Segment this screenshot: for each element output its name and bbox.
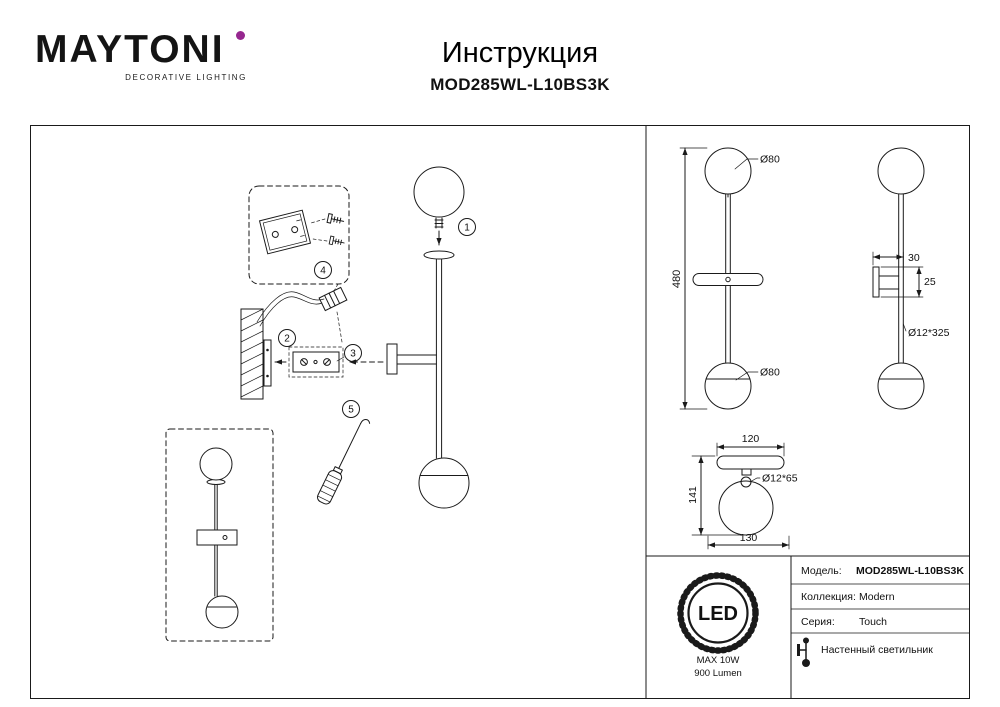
- series-label: Серия:: [801, 616, 835, 628]
- led-label: LED: [698, 603, 738, 625]
- plan-rod-circle: [740, 476, 752, 488]
- top-sphere-dim-label: Ø80: [760, 154, 780, 166]
- step-2-number: 2: [284, 334, 290, 345]
- led-burst-icon: [677, 572, 759, 654]
- total-depth-label: 141: [687, 486, 699, 504]
- product-table: Модель: MOD285WL-L10BS3K Коллекция: Mode…: [790, 565, 970, 667]
- step-3-badge: 3: [344, 344, 362, 362]
- screw-icon: [328, 235, 345, 246]
- front-bottom-sphere: [704, 362, 752, 410]
- model-code: MOD285WL-L10BS3K: [430, 75, 610, 94]
- step-4-number: 4: [320, 266, 326, 277]
- brand-name: MAYTONI: [35, 28, 225, 71]
- title-block: Инструкция MOD285WL-L10BS3K: [270, 37, 770, 95]
- wall-bracket: 2 3: [274, 329, 384, 378]
- top-sphere: [413, 166, 465, 218]
- led-badge: LED MAX 10W 900 Lumen: [677, 572, 759, 679]
- height-dim-label: 480: [671, 270, 683, 288]
- plan-view: 120 141 Ø12*65 130: [687, 433, 798, 550]
- bottom-sphere-dim-label: Ø80: [760, 367, 780, 379]
- model-label: Модель:: [801, 565, 842, 577]
- screwdriver-icon: [316, 419, 371, 505]
- front-bracket: [692, 273, 764, 286]
- assembly-diagram: 4: [165, 166, 476, 642]
- plate-width-label: 120: [742, 433, 760, 445]
- instruction-diagram: 4: [165, 125, 970, 699]
- mounting-plate: [258, 209, 312, 255]
- collection-label: Коллекция:: [801, 591, 856, 603]
- wiring: [256, 283, 348, 343]
- side-top-sphere: [877, 147, 925, 195]
- screw-icon: [326, 213, 345, 224]
- step-3-number: 3: [350, 349, 356, 360]
- front-top-sphere: [704, 147, 752, 195]
- wall-lamp-icon: [797, 637, 810, 667]
- step-5-badge: 5: [342, 400, 360, 418]
- series-value: Touch: [859, 616, 887, 628]
- drawing-frame: 4: [30, 125, 970, 699]
- wall-section: [240, 308, 272, 400]
- side-wall-plate: [872, 266, 880, 298]
- brand-dot-icon: [236, 31, 245, 40]
- max-power: MAX 10W: [697, 655, 740, 666]
- front-view: 480 Ø80 Ø80: [671, 147, 780, 410]
- plan-plate: [716, 455, 785, 470]
- product-type: Настенный светильник: [821, 644, 933, 656]
- step-2-badge: 2: [278, 329, 296, 347]
- bottom-sphere: [418, 457, 470, 509]
- mounting-plate-detail-box: 4: [248, 185, 350, 285]
- mounted-result-box: [165, 428, 274, 642]
- plan-sphere: [718, 480, 774, 536]
- bracket-depth-label: 30: [908, 252, 920, 264]
- step-5-number: 5: [348, 405, 354, 416]
- step-1-number: 1: [464, 223, 470, 234]
- plan-rod-label: Ø12*65: [762, 473, 798, 485]
- model-value: MOD285WL-L10BS3K: [856, 565, 964, 577]
- lamp-assembly: 1: [386, 166, 476, 509]
- rod-size-label: Ø12*325: [908, 327, 950, 339]
- mounted-lamp: [196, 447, 239, 629]
- luminous-flux: 900 Lumen: [694, 668, 742, 679]
- brand-tagline: DECORATIVE LIGHTING: [125, 73, 247, 82]
- side-bottom-sphere: [877, 362, 925, 410]
- lamp-wall-plate: [386, 343, 398, 375]
- base-width-label: 130: [740, 532, 758, 544]
- terminal-block: [318, 286, 348, 312]
- page-title: Инструкция: [441, 37, 599, 69]
- bracket-height-label: 25: [924, 276, 936, 288]
- collection-value: Modern: [859, 591, 895, 603]
- spec-box: LED MAX 10W 900 Lumen Модель: MOD285WL-L…: [645, 555, 970, 699]
- step-1-badge: 1: [458, 218, 476, 236]
- brand-logo: MAYTONI DECORATIVE LIGHTING: [35, 30, 247, 82]
- step-4-badge: 4: [314, 261, 332, 279]
- side-view: 30 25 Ø12*325: [872, 147, 950, 410]
